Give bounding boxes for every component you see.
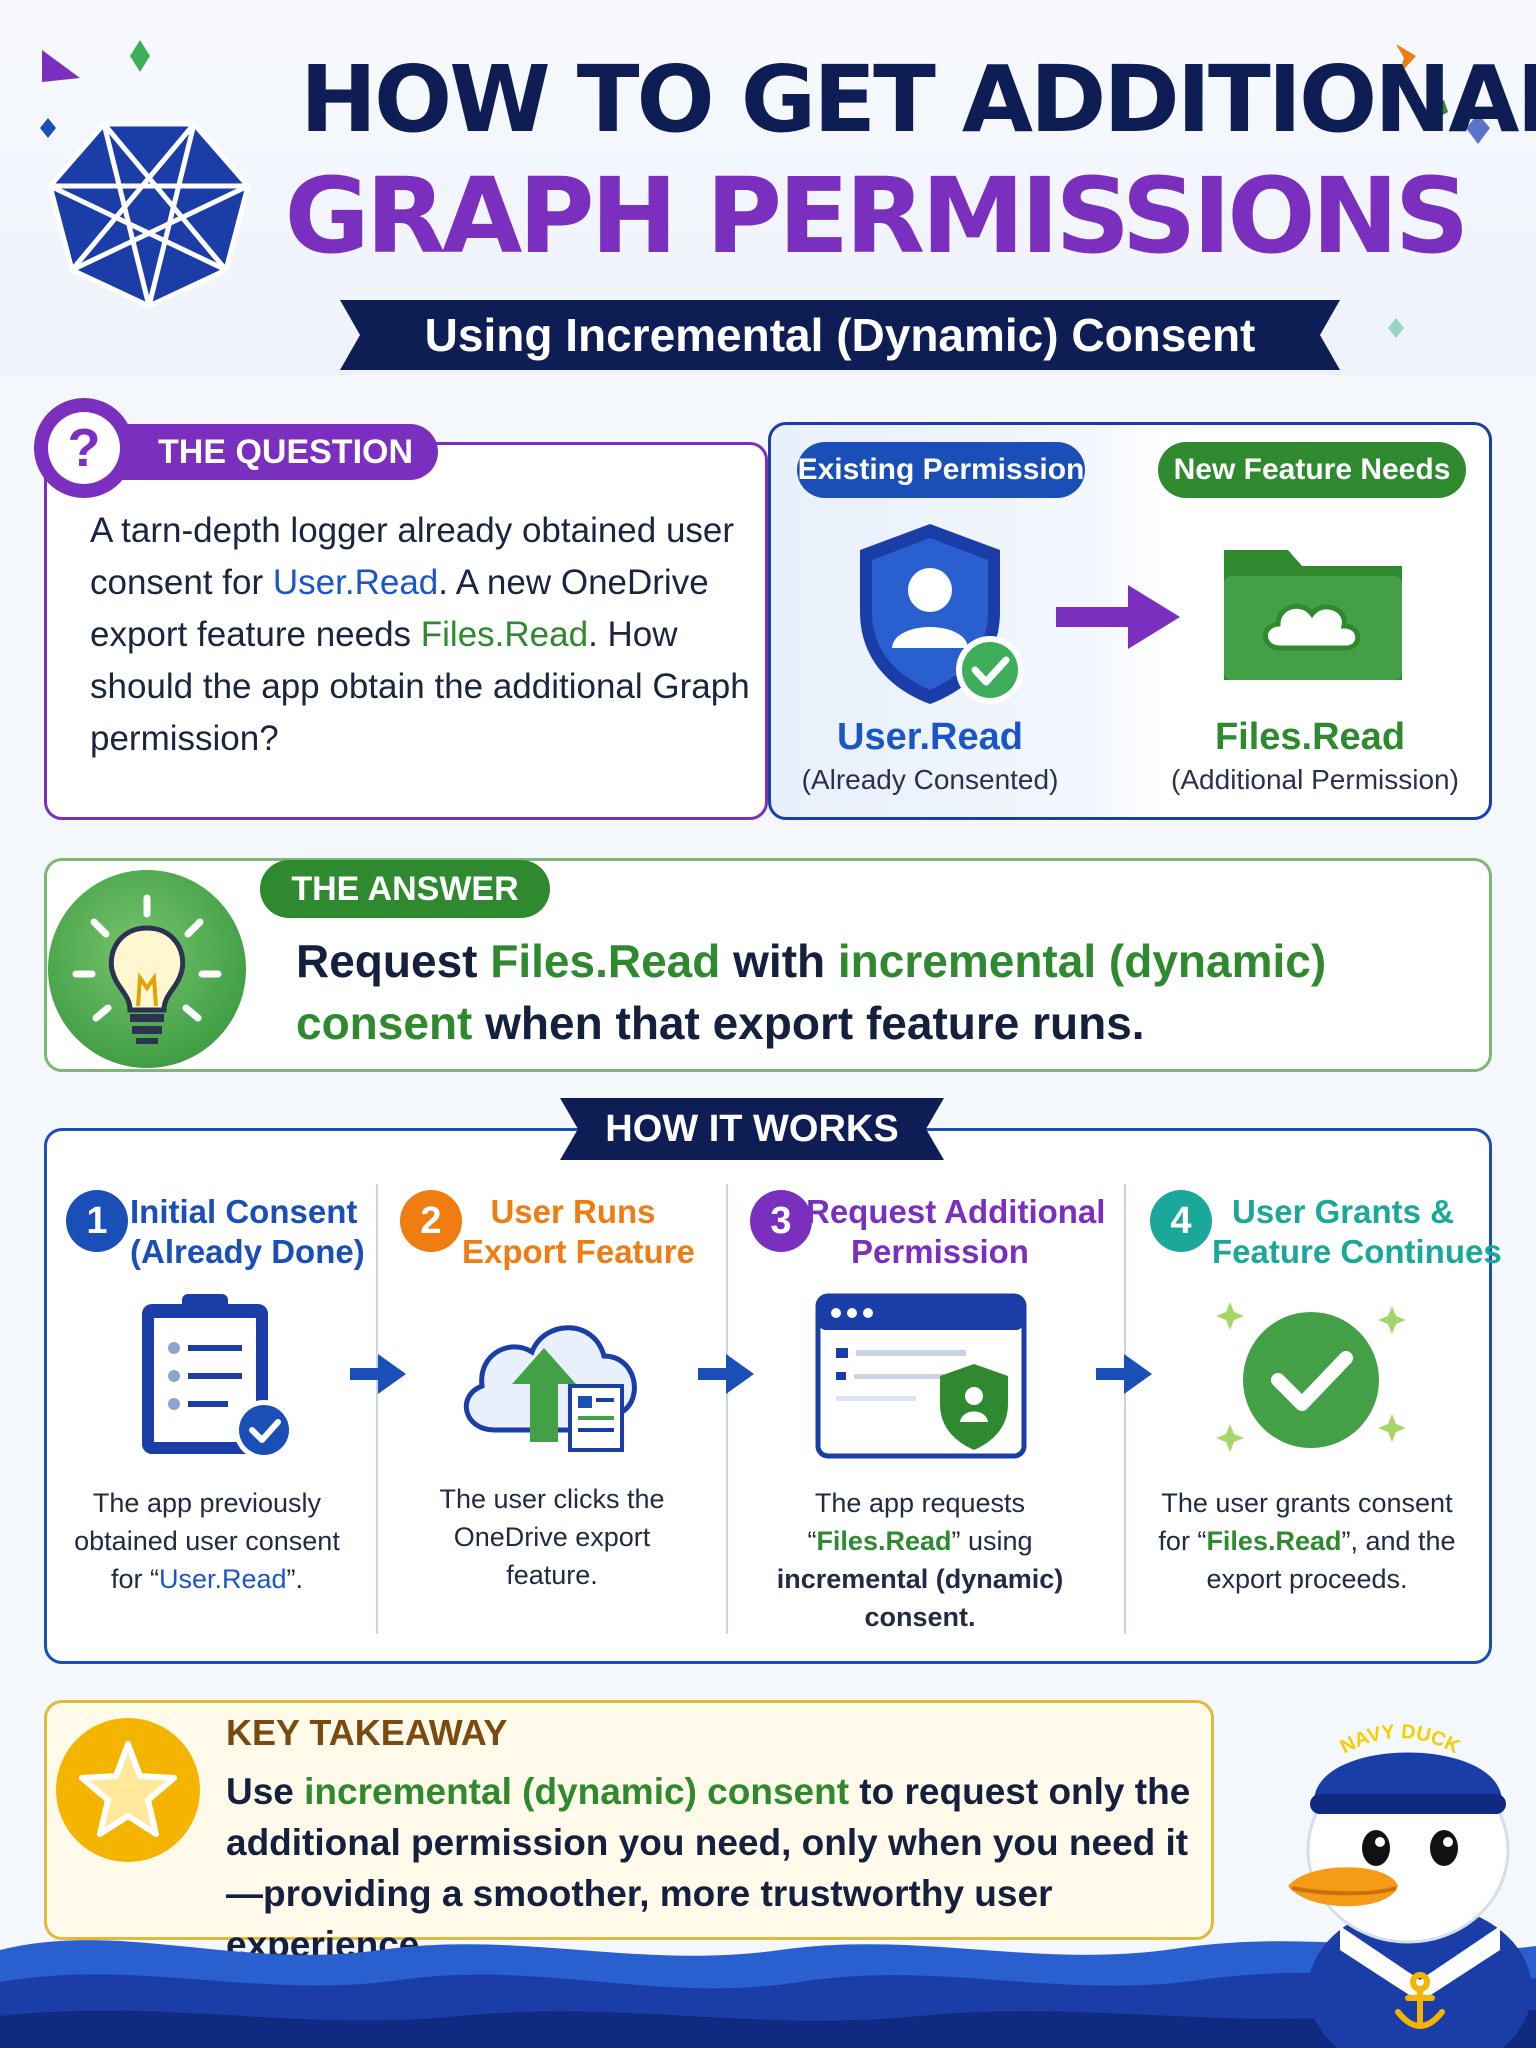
step-number: 2 (400, 1190, 462, 1252)
answer-text: Request Files.Read with incremental (dyn… (296, 935, 1327, 1049)
step-arrow-icon (350, 1354, 406, 1394)
step-divider (1124, 1184, 1126, 1634)
lightbulb-icon (72, 894, 222, 1044)
arrow-right-icon (1056, 585, 1180, 649)
existing-permission-label: Existing Permission (797, 442, 1085, 498)
answer-label: THE ANSWER (260, 860, 550, 918)
step-number: 4 (1150, 1190, 1212, 1252)
step-number: 1 (66, 1190, 128, 1252)
how-it-works-label: HOW IT WORKS (605, 1108, 899, 1150)
shield-user-icon (860, 524, 1024, 704)
clipboard-check-icon (142, 1294, 294, 1460)
new-permission-name: Files.Read (1214, 716, 1406, 758)
step-number: 3 (750, 1190, 812, 1252)
subtitle: Using Incremental (Dynamic) Consent (424, 309, 1256, 361)
question-label: THE QUESTION (118, 424, 438, 480)
step-description: The user clicks the OneDrive export feat… (439, 1484, 665, 1590)
confetti-decoration (40, 40, 1490, 338)
success-check-icon (1216, 1302, 1406, 1452)
how-it-works-ribbon (560, 1098, 944, 1160)
step-description: The app previously obtained user consent… (74, 1488, 340, 1594)
browser-shield-icon (815, 1293, 1027, 1459)
takeaway-label: KEY TAKEAWAY (226, 1712, 508, 1753)
star-icon (79, 1741, 177, 1837)
new-permission-note: (Additional Permission) (1171, 764, 1459, 795)
step-title: User Grants &Feature Continues (1212, 1193, 1502, 1270)
cloud-upload-icon (463, 1325, 637, 1452)
wave-decoration (0, 1940, 1536, 2048)
step-description: The app requests “Files.Read” using incr… (776, 1488, 1064, 1632)
step-divider (726, 1184, 728, 1634)
navy-duck-mascot: NAVY DUCK (1288, 1721, 1532, 2048)
graph-logo-icon (47, 121, 251, 309)
title-line-2: GRAPH PERMISSIONS (284, 155, 1469, 277)
question-mark-icon: ? (48, 412, 120, 484)
subtitle-ribbon (340, 300, 1340, 370)
folder-cloud-icon (1224, 550, 1402, 680)
step-description: The user grants consent for “Files.Read”… (1158, 1488, 1456, 1594)
existing-permission-note: (Already Consented) (801, 764, 1059, 795)
question-card (44, 442, 768, 820)
question-text: A tarn-depth logger already obtained use… (90, 511, 750, 758)
step-title: Initial Consent(Already Done) (130, 1193, 365, 1270)
takeaway-text: Use incremental (dynamic) consent to req… (226, 1771, 1191, 1965)
title-line-1: HOW TO GET ADDITIONAL (300, 46, 1536, 153)
new-feature-label: New Feature Needs (1158, 442, 1466, 498)
step-arrow-icon (1096, 1354, 1152, 1394)
key-takeaway-card (44, 1700, 1214, 1940)
existing-permission-name: User.Read (837, 716, 1023, 758)
step-arrow-icon (698, 1354, 754, 1394)
step-divider (376, 1184, 378, 1634)
